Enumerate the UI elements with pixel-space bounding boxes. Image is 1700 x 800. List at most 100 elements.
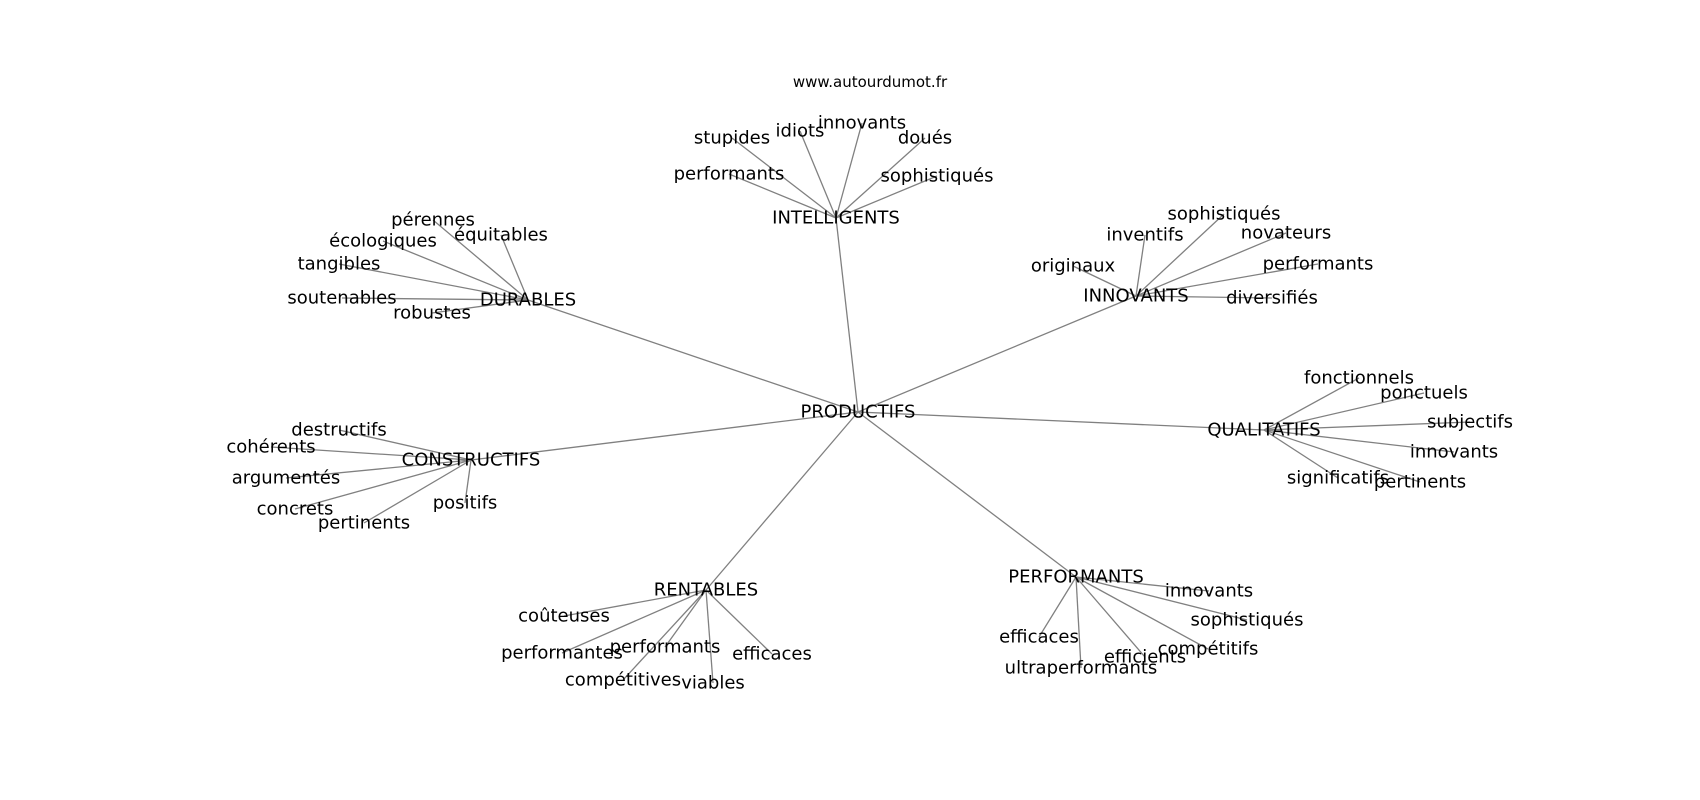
edge-innovants-inventifs bbox=[1135, 234, 1146, 297]
leaf-node-innovants-novateurs: novateurs bbox=[1241, 223, 1331, 244]
graph-edges bbox=[270, 122, 1471, 684]
edge-qualitatifs-ponctuels bbox=[1263, 392, 1425, 431]
edge-durables-perennes bbox=[432, 219, 529, 301]
edge-qualitatifs-subjectifs bbox=[1263, 421, 1471, 431]
edge-rentables-performants bbox=[664, 589, 707, 648]
leaf-node-innovants-sophistiques: sophistiqués bbox=[1168, 204, 1281, 225]
edge-root-innovants bbox=[857, 295, 1137, 413]
edge-root-durables bbox=[527, 299, 859, 413]
leaf-node-performants-efficaces: efficaces bbox=[999, 627, 1079, 648]
leaf-node-performants-sophistiques: sophistiqués bbox=[1191, 610, 1304, 631]
edge-durables-soutenables bbox=[341, 297, 529, 301]
leaf-node-constructifs-concrets: concrets bbox=[257, 499, 334, 520]
hub-node-constructifs: CONSTRUCTIFS bbox=[402, 450, 541, 471]
edge-durables-robustes bbox=[431, 299, 529, 314]
edge-qualitatifs-fonctionnels bbox=[1263, 377, 1360, 431]
edge-root-constructifs bbox=[470, 411, 859, 461]
edge-root-qualitatifs bbox=[857, 411, 1265, 431]
edge-performants-efficaces bbox=[1038, 576, 1077, 638]
edge-rentables-efficaces bbox=[705, 589, 773, 655]
edge-performants-competitifs bbox=[1075, 576, 1209, 650]
leaf-node-performants-innovants: innovants bbox=[1165, 581, 1253, 602]
leaf-node-intelligents-sophistiques: sophistiqués bbox=[881, 166, 994, 187]
edge-innovants-diversifies bbox=[1135, 295, 1273, 299]
edge-intelligents-innovants bbox=[835, 122, 863, 219]
edge-constructifs-coherents bbox=[270, 446, 472, 461]
leaf-node-rentables-performants: performants bbox=[610, 637, 721, 658]
leaf-node-durables-tangibles: tangibles bbox=[298, 254, 381, 275]
leaf-node-constructifs-positifs: positifs bbox=[433, 493, 498, 514]
leaf-node-durables-soutenables: soutenables bbox=[287, 288, 396, 309]
leaf-node-intelligents-innovants: innovants bbox=[818, 113, 906, 134]
leaf-node-innovants-inventifs: inventifs bbox=[1106, 225, 1183, 246]
leaf-node-performants-competitifs: compétitifs bbox=[1158, 639, 1259, 660]
leaf-node-qualitatifs-innovants: innovants bbox=[1410, 442, 1498, 463]
edge-constructifs-destructifs bbox=[338, 429, 472, 461]
edge-rentables-viables bbox=[705, 589, 714, 684]
hub-node-intelligents: INTELLIGENTS bbox=[772, 208, 900, 229]
hub-node-rentables: RENTABLES bbox=[654, 580, 758, 601]
edge-qualitatifs-innovants bbox=[1263, 429, 1455, 453]
edge-innovants-originaux bbox=[1072, 265, 1137, 297]
edge-root-intelligents bbox=[835, 217, 859, 413]
leaf-node-rentables-performantes: performantes bbox=[501, 643, 623, 664]
leaf-node-innovants-originaux: originaux bbox=[1031, 256, 1116, 277]
edge-intelligents-sophistiques bbox=[835, 175, 938, 219]
leaf-node-intelligents-idiots: idiots bbox=[776, 121, 825, 142]
edge-qualitatifs-pertinents bbox=[1263, 429, 1421, 483]
hub-node-innovants: INNOVANTS bbox=[1083, 286, 1188, 307]
edge-intelligents-performants bbox=[728, 173, 837, 219]
hub-node-qualitatifs: QUALITATIFS bbox=[1207, 420, 1320, 441]
edge-performants-sophistiques bbox=[1075, 576, 1248, 621]
edge-durables-tangibles bbox=[338, 263, 529, 301]
leaf-node-constructifs-argumentes: argumentés bbox=[232, 468, 340, 489]
edge-root-rentables bbox=[705, 411, 859, 591]
leaf-node-innovants-diversifies: diversifiés bbox=[1226, 288, 1318, 309]
leaf-node-durables-ecologiques: écologiques bbox=[329, 231, 437, 252]
leaf-node-performants-efficients: efficients bbox=[1104, 647, 1186, 668]
edge-constructifs-pertinents bbox=[363, 459, 472, 524]
edge-intelligents-idiots bbox=[799, 130, 837, 219]
edge-intelligents-doues bbox=[835, 137, 926, 219]
hub-node-performants: PERFORMANTS bbox=[1008, 567, 1144, 588]
leaf-node-durables-robustes: robustes bbox=[393, 303, 471, 324]
edge-rentables-performantes bbox=[561, 589, 707, 654]
leaf-node-durables-equitables: équitables bbox=[454, 225, 548, 246]
edge-durables-equitables bbox=[500, 234, 529, 301]
edge-root-performants bbox=[857, 411, 1077, 578]
leaf-node-rentables-couteuses: coûteuses bbox=[518, 606, 610, 627]
leaf-node-innovants-performants: performants bbox=[1263, 254, 1374, 275]
edge-durables-ecologiques bbox=[382, 240, 529, 301]
edge-performants-innovants bbox=[1075, 576, 1210, 592]
leaf-node-qualitatifs-subjectifs: subjectifs bbox=[1427, 412, 1513, 433]
edge-constructifs-argumentes bbox=[285, 459, 472, 479]
leaf-node-qualitatifs-pertinents: pertinents bbox=[1374, 472, 1466, 493]
leaf-node-intelligents-doues: doués bbox=[898, 128, 952, 149]
leaf-node-intelligents-performants: performants bbox=[674, 164, 785, 185]
edge-innovants-novateurs bbox=[1135, 232, 1287, 297]
leaf-node-performants-ultraperformants: ultraperformants bbox=[1005, 658, 1158, 679]
leaf-node-rentables-efficaces: efficaces bbox=[732, 644, 812, 665]
edge-rentables-competitives bbox=[622, 589, 707, 681]
leaf-node-intelligents-stupides: stupides bbox=[694, 128, 770, 149]
leaf-node-constructifs-pertinents: pertinents bbox=[318, 513, 410, 534]
leaf-node-constructifs-coherents: cohérents bbox=[226, 437, 315, 458]
leaf-node-qualitatifs-fonctionnels: fonctionnels bbox=[1304, 368, 1414, 389]
source-watermark: www.autourdumot.fr bbox=[793, 73, 948, 91]
leaf-node-rentables-viables: viables bbox=[681, 673, 745, 694]
root-node: PRODUCTIFS bbox=[801, 402, 916, 423]
edge-constructifs-concrets bbox=[294, 459, 472, 510]
edge-innovants-performants bbox=[1135, 263, 1319, 297]
leaf-node-rentables-competitives: compétitives bbox=[565, 670, 681, 691]
leaf-node-qualitatifs-ponctuels: ponctuels bbox=[1380, 383, 1468, 404]
edge-performants-ultraperformants bbox=[1075, 576, 1082, 669]
leaf-node-durables-perennes: pérennes bbox=[391, 210, 475, 231]
edge-constructifs-positifs bbox=[464, 459, 472, 504]
edge-qualitatifs-significatifs bbox=[1263, 429, 1339, 479]
leaf-node-constructifs-destructifs: destructifs bbox=[291, 420, 386, 441]
edge-innovants-sophistiques bbox=[1135, 213, 1225, 297]
edge-performants-efficients bbox=[1075, 576, 1146, 658]
hub-node-durables: DURABLES bbox=[480, 290, 576, 311]
